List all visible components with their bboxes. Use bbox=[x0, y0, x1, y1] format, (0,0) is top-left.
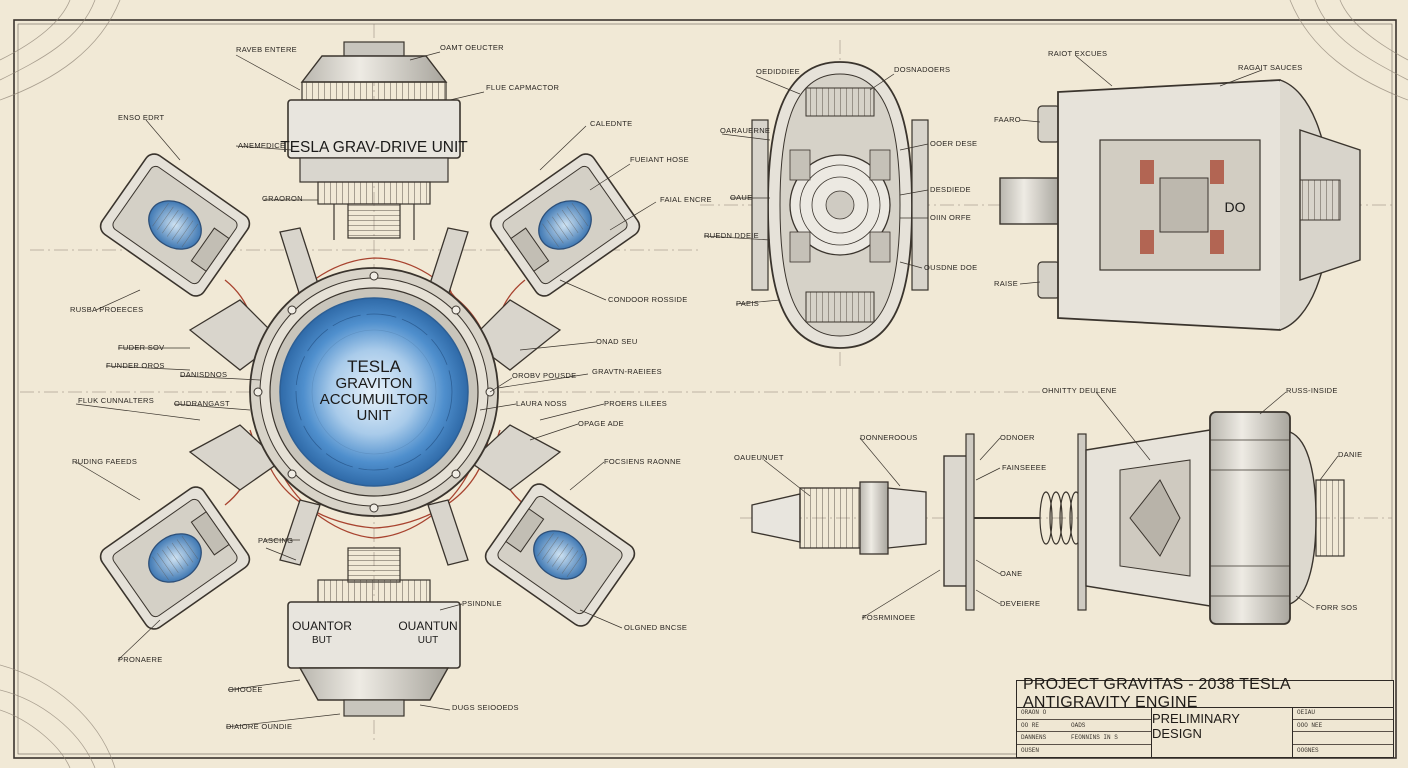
front-callout-6: DESDIEDE bbox=[930, 185, 971, 194]
sheet-title: PROJECT GRAVITAS - 2038 TESLA ANTIGRAVIT… bbox=[1017, 676, 1393, 711]
front-view: OEDIDDIEE DOSNADOERS OARAUERNE OOER DESE… bbox=[703, 61, 977, 349]
tb-cell: ORAON O bbox=[1021, 709, 1047, 716]
front-callout-3: OARAUERNE bbox=[720, 126, 770, 135]
callout-oamt: OAMT OEUCTER bbox=[440, 43, 504, 52]
side-callout-3: FAARO bbox=[994, 115, 1021, 124]
callout-flue: FLUE CAPMACTOR bbox=[486, 83, 560, 92]
bottom-left-label-line2: BUT bbox=[312, 635, 332, 646]
side-housing-marking: DO bbox=[1225, 199, 1246, 215]
callout-fueiant: FUEIANT HOSE bbox=[630, 155, 689, 164]
callout-condoor: CONDOOR ROSSIDE bbox=[608, 295, 688, 304]
core-label-line1: TESLA bbox=[347, 357, 402, 376]
side-callout-1: RAIOT EXCUES bbox=[1048, 49, 1107, 58]
bottom-quantum-unit: OUANTOR BUT OUANTUN UUT bbox=[287, 547, 461, 717]
callout-laura: LAURA NOSS bbox=[516, 399, 567, 408]
front-callout-8: RUEDN DDEIE bbox=[704, 231, 759, 240]
exploded-callout-9: FOSRMINOEE bbox=[862, 613, 915, 622]
tb-cell: OADS bbox=[1071, 721, 1086, 729]
front-callout-9: OUSDNE DOE bbox=[924, 263, 977, 272]
tb-cell: OO RE bbox=[1021, 721, 1040, 729]
coil-module-bottom-left bbox=[99, 486, 251, 630]
side-callout-2: RAGAIT SAUCES bbox=[1238, 63, 1303, 72]
callout-calednte: CALEDNTE bbox=[590, 119, 632, 128]
main-leader-lines bbox=[75, 51, 657, 728]
callout-gravtn: GRAVTN-RAEIEES bbox=[592, 367, 662, 376]
exploded-view: OAUEUNUET DONNEROOUS ODNOER OHNITTY DEUL… bbox=[734, 386, 1362, 625]
exploded-callout-4: OHNITTY DEULENE bbox=[1042, 386, 1117, 395]
front-callout-10: PAEIS bbox=[736, 299, 759, 308]
exploded-callout-5: RUSS-INSIDE bbox=[1286, 386, 1338, 395]
front-callout-1: OEDIDDIEE bbox=[756, 67, 800, 76]
callout-fuder: FUDER SOV bbox=[118, 343, 164, 352]
callout-ruding: RUDING FAEEDS bbox=[72, 457, 137, 466]
callout-anemedice: ANEMEDICE bbox=[238, 141, 285, 150]
callout-funder: FUNDER OROS bbox=[106, 361, 165, 370]
front-callout-5: OAUE bbox=[730, 193, 752, 202]
callout-olgned: OLGNED BNCSE bbox=[624, 623, 687, 632]
title-block-cells: ORAON O OO RE OADS DANNENS FEONNINS IN S O… bbox=[1017, 707, 1151, 757]
bottom-left-label-line1: OUANTOR bbox=[292, 619, 352, 633]
exploded-callout-1: OAUEUNUET bbox=[734, 453, 784, 462]
top-unit-label: TESLA GRAV-DRIVE UNIT bbox=[280, 139, 468, 156]
side-view: DO RAIOT EXCUES RAGAIT SAUCES FAARO RAIS… bbox=[994, 49, 1361, 331]
callout-raveb: RAVEB ENTERE bbox=[236, 45, 297, 54]
tb-right-cell: OOO NEE bbox=[1293, 720, 1393, 732]
callout-pascing: PASCING bbox=[258, 536, 293, 545]
tb-right-cell: OEIAU bbox=[1293, 707, 1393, 720]
core-label-line4: UNIT bbox=[357, 407, 392, 424]
callout-dugs: DUGS SEIOOEDS bbox=[452, 703, 519, 712]
tb-cell: DANNENS bbox=[1021, 734, 1047, 741]
exploded-callout-10: DANIE bbox=[1338, 450, 1362, 459]
callout-danisdnos: DANISDNOS bbox=[180, 370, 227, 379]
exploded-callout-8: DEVEIERE bbox=[1000, 599, 1040, 608]
callout-graoron: GRAORON bbox=[262, 194, 303, 203]
exploded-callout-2: DONNEROOUS bbox=[860, 433, 918, 442]
front-callout-7: OIIN ORFE bbox=[930, 213, 971, 222]
tb-right-cell: OOGNES bbox=[1297, 746, 1319, 754]
callout-faial: FAIAL ENCRE bbox=[660, 195, 712, 204]
top-grav-drive-unit: TESLA GRAV-DRIVE UNIT bbox=[280, 41, 468, 240]
exploded-callout-6: FAINSEEEE bbox=[1002, 463, 1046, 472]
title-block: PROJECT GRAVITAS - 2038 TESLA ANTIGRAVIT… bbox=[1016, 676, 1394, 758]
callout-opage: OPAGE ADE bbox=[578, 419, 624, 428]
tb-cell: FEONNINS IN S bbox=[1071, 734, 1118, 741]
callout-pronaere: PRONAERE bbox=[118, 655, 163, 664]
exploded-callout-3: ODNOER bbox=[1000, 433, 1035, 442]
bottom-right-label-line1: OUANTUN bbox=[398, 619, 457, 633]
side-callout-4: RAISE bbox=[994, 279, 1018, 288]
main-assembly: TESLA GRAVITON ACCUMUILTOR UNIT TESLA GR… bbox=[70, 41, 712, 731]
core-label-line2: GRAVITON bbox=[336, 375, 413, 392]
graviton-core bbox=[279, 297, 469, 487]
front-callout-4: OOER DESE bbox=[930, 139, 977, 148]
callout-ohooee: OHOOEE bbox=[228, 685, 263, 694]
callout-focsiens: FOCSIENS RAONNE bbox=[604, 457, 681, 466]
coil-module-top-left bbox=[99, 153, 251, 297]
callout-diaiore: DIAIORE OUNDIE bbox=[226, 722, 292, 731]
front-callout-2: DOSNADOERS bbox=[894, 65, 950, 74]
sheet-subtitle: PRELIMINARY DESIGN bbox=[1151, 707, 1293, 757]
callout-enso: ENSO EDRT bbox=[118, 113, 164, 122]
coil-module-bottom-right bbox=[484, 483, 636, 627]
callout-rusba: RUSBA PROEECES bbox=[70, 305, 143, 314]
bottom-right-label-line2: UUT bbox=[418, 635, 439, 646]
callout-onad: ONAD SEU bbox=[596, 337, 638, 346]
border-frame bbox=[13, 19, 1397, 759]
callout-oudrangast: OUDRANGAST bbox=[174, 399, 230, 408]
core-label-line3: ACCUMUILTOR bbox=[320, 391, 429, 408]
callout-proers: PROERS LILEES bbox=[604, 399, 667, 408]
tb-cell: OUSEN bbox=[1021, 746, 1040, 754]
title-block-right: OEIAU OOO NEE OOGNES bbox=[1293, 707, 1393, 757]
callout-fluk: FLUK CUNNALTERS bbox=[78, 396, 154, 405]
coil-module-top-right bbox=[489, 153, 641, 297]
exploded-callout-11: FORR SOS bbox=[1316, 603, 1358, 612]
callout-orobv: OROBV POUSDE bbox=[512, 371, 576, 380]
exploded-callout-7: OANE bbox=[1000, 569, 1022, 578]
tb-right-cell bbox=[1293, 732, 1393, 745]
callout-psindnle: PSINDNLE bbox=[462, 599, 502, 608]
